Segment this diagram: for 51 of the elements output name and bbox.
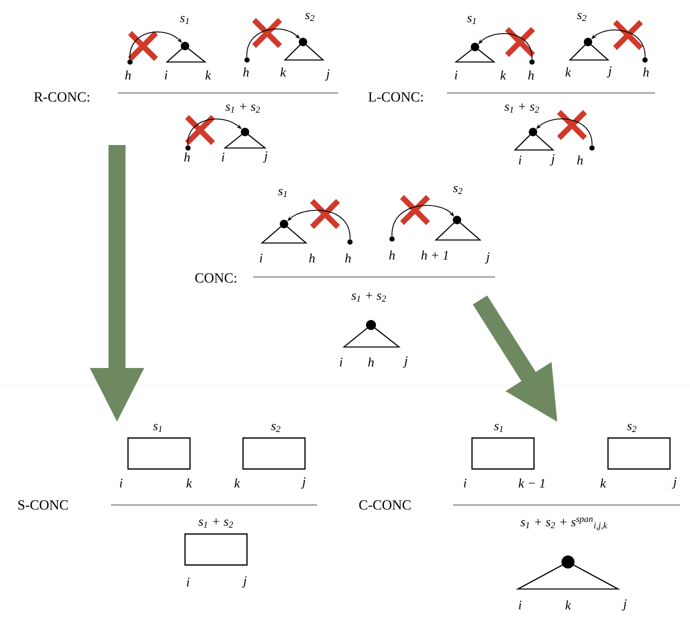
math-label: i bbox=[120, 478, 122, 488]
math-label: h bbox=[528, 70, 534, 80]
math-label: j bbox=[262, 151, 268, 163]
math-label: j bbox=[484, 252, 490, 264]
math-label: k − 1 bbox=[518, 478, 544, 488]
math-label: k bbox=[500, 70, 506, 80]
math-label: j bbox=[622, 599, 626, 611]
math-label: h bbox=[577, 156, 583, 164]
span-box bbox=[471, 437, 535, 470]
span-box bbox=[607, 437, 671, 470]
math-label: k bbox=[566, 68, 572, 76]
math-label: i bbox=[222, 152, 224, 162]
math-label: s$_{1}$ + s$_{2}$ bbox=[351, 292, 386, 302]
dependency-arc bbox=[246, 28, 300, 58]
rule-name: C-CONC bbox=[359, 500, 411, 510]
rule-name: S-CONC bbox=[18, 500, 68, 510]
math-label: h bbox=[125, 70, 131, 80]
math-label: h bbox=[389, 250, 395, 260]
math-label: j bbox=[550, 154, 554, 166]
dependency-arc bbox=[129, 32, 182, 60]
math-label: h bbox=[309, 254, 315, 262]
math-label: s$_{1}$ bbox=[278, 189, 287, 197]
math-label: h bbox=[345, 254, 351, 262]
math-label: j bbox=[672, 477, 676, 489]
math-label: s$_{1}$ + s$_{2}$ + s$^{span}$i,j,k bbox=[520, 518, 608, 530]
math-label: k bbox=[234, 478, 240, 488]
math-label: h bbox=[243, 68, 249, 76]
math-label: k bbox=[600, 478, 606, 488]
span-box bbox=[184, 533, 248, 566]
math-label: s$_{1}$ + s$_{2}$ bbox=[504, 103, 539, 113]
span-box bbox=[242, 437, 306, 470]
math-label: i bbox=[340, 358, 342, 366]
span-box bbox=[127, 437, 191, 470]
math-label: j bbox=[606, 66, 612, 78]
math-label: h bbox=[643, 68, 649, 76]
math-label: j bbox=[324, 69, 330, 81]
rule-name: CONC: bbox=[195, 273, 236, 283]
math-label: s$_{1}$ + s$_{2}$ bbox=[225, 103, 260, 113]
math-label: h bbox=[184, 152, 190, 162]
rule-name: R-CONC: bbox=[34, 92, 90, 102]
math-label: k bbox=[186, 478, 192, 488]
rule-name: L-CONC: bbox=[368, 92, 423, 102]
math-label: k bbox=[206, 70, 212, 80]
math-label: i bbox=[454, 70, 458, 80]
math-label: k bbox=[280, 68, 286, 76]
math-label: i bbox=[260, 254, 262, 262]
math-label: i bbox=[164, 70, 168, 80]
math-label: i bbox=[186, 578, 190, 586]
math-label: h + 1 bbox=[421, 250, 448, 260]
math-label: i bbox=[464, 478, 466, 488]
math-label: j bbox=[402, 356, 408, 368]
